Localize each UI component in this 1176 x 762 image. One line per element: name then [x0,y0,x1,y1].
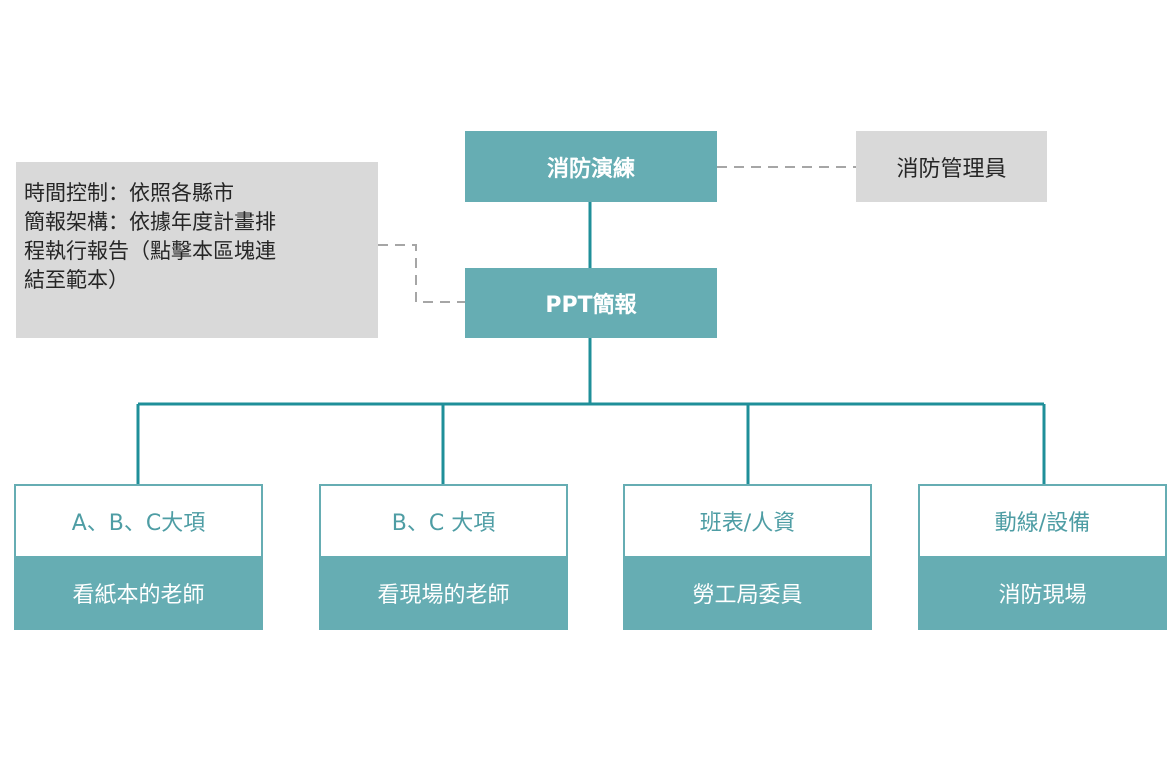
card-4: 動線/設備 消防現場 [918,484,1167,630]
middle-node[interactable]: PPT簡報 [465,268,717,338]
note-box[interactable]: 時間控制：依照各縣市 簡報架構：依據年度計畫排 程執行報告（點擊本區塊連 結至範… [16,162,378,338]
note-line: 時間控制：依照各縣市 [24,181,234,205]
note-line: 簡報架構：依據年度計畫排 [24,210,276,234]
card-body: 看現場的老師 [319,556,568,630]
top-node: 消防演練 [465,131,717,202]
card-3: 班表/人資 勞工局委員 [623,484,872,630]
note-line: 程執行報告（點擊本區塊連 [24,239,276,263]
note-line: 結至範本） [24,268,129,292]
card-header: 動線/設備 [920,486,1165,556]
card-2: B、C 大項 看現場的老師 [319,484,568,630]
card-body: 消防現場 [918,556,1167,630]
card-header: A、B、C大項 [16,486,261,556]
card-body: 看紙本的老師 [14,556,263,630]
card-body: 勞工局委員 [623,556,872,630]
dashed-connector-note [378,244,465,303]
card-header: 班表/人資 [625,486,870,556]
card-header: B、C 大項 [321,486,566,556]
side-node: 消防管理員 [856,131,1047,202]
middle-node-label: PPT簡報 [545,293,637,318]
card-1: A、B、C大項 看紙本的老師 [14,484,263,630]
side-node-label: 消防管理員 [896,156,1007,182]
top-node-label: 消防演練 [546,156,635,182]
